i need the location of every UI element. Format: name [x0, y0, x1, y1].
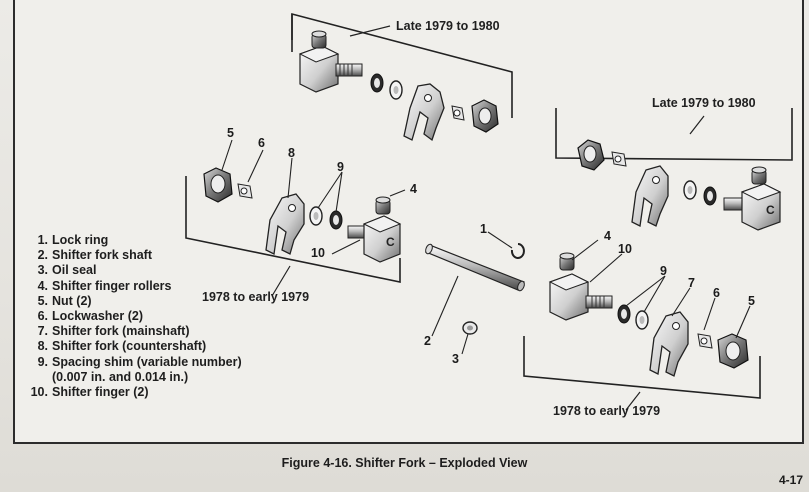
label-late-top: Late 1979 to 1980	[396, 19, 500, 33]
legend-item: (0.007 in. and 0.014 in.)	[52, 369, 189, 384]
shifter-finger-lower-right	[548, 252, 613, 321]
leader-late-top	[349, 25, 391, 37]
lockwasher-left	[237, 183, 253, 199]
lockwasher-top	[451, 105, 465, 121]
shifter-finger-right: C	[723, 166, 782, 231]
nut-left	[203, 167, 233, 203]
nut-top	[471, 99, 499, 133]
fork-left	[265, 193, 305, 255]
callout-5-left: 5	[227, 126, 234, 140]
svg-text:C: C	[766, 203, 775, 217]
callout-10-right: 10	[618, 242, 632, 256]
legend-item: 9.Spacing shim (variable number)	[37, 354, 242, 369]
nut-right	[577, 139, 605, 171]
callout-7: 7	[688, 276, 695, 290]
callout-1: 1	[480, 222, 487, 236]
bracket-late-top	[291, 12, 513, 118]
page-number: 4-17	[778, 473, 803, 487]
legend-item: 3.Oil seal	[37, 263, 97, 278]
leader-lines	[221, 139, 751, 355]
shifter-finger-top	[298, 30, 363, 93]
legend-item: 8.Shifter fork (countershaft)	[37, 339, 207, 354]
bracket-early-left	[185, 176, 401, 283]
shims-left	[309, 206, 343, 230]
bracket-late-right	[555, 108, 793, 161]
nut-lower-right	[717, 333, 749, 369]
svg-text:C: C	[386, 235, 395, 249]
callout-6-left: 6	[258, 136, 265, 150]
leader-early-right	[625, 391, 641, 411]
shims-top	[370, 73, 403, 100]
legend-item: 7.Shifter fork (mainshaft)	[37, 324, 190, 339]
legend-item: 10.Shifter finger (2)	[30, 385, 149, 400]
callout-8: 8	[288, 146, 295, 160]
shims-lower-right	[617, 304, 649, 330]
legend-item: 4.Shifter finger rollers	[37, 278, 172, 293]
legend-item: 6.Lockwasher (2)	[37, 309, 144, 324]
shifter-fork-shaft	[424, 243, 525, 292]
fork-lower-right	[649, 311, 689, 377]
oil-seal	[462, 321, 478, 335]
leader-early-left	[271, 265, 291, 297]
callout-6-right: 6	[713, 286, 720, 300]
lockwasher-lower-right	[697, 333, 713, 349]
label-late-right: Late 1979 to 1980	[652, 96, 756, 110]
bracket-early-right	[523, 336, 761, 399]
fork-right	[631, 165, 669, 227]
parts-legend: 1.Lock ring 2.Shifter fork shaft 3.Oil s…	[30, 233, 242, 400]
legend-item: 5.Nut (2)	[37, 293, 92, 308]
lockwasher-right	[611, 151, 627, 167]
shims-right	[683, 180, 717, 206]
label-early-left: 1978 to early 1979	[202, 290, 310, 304]
callout-10-left: 10	[311, 246, 325, 260]
callout-5-right: 5	[748, 294, 755, 308]
fork-top	[403, 83, 445, 142]
figure-caption: Figure 4-16. Shifter Fork – Exploded Vie…	[281, 456, 528, 470]
callout-4-left: 4	[410, 182, 417, 196]
leader-late-right	[689, 115, 705, 135]
callout-4-right: 4	[604, 229, 611, 243]
legend-item: 1.Lock ring	[37, 233, 109, 247]
callout-3: 3	[452, 352, 459, 366]
callout-9-left: 9	[337, 160, 344, 174]
legend-item: 2.Shifter fork shaft	[37, 248, 153, 263]
callout-9-right: 9	[660, 264, 667, 278]
label-early-right: 1978 to early 1979	[553, 404, 661, 418]
shifter-finger-left: C	[347, 196, 402, 263]
lock-ring	[510, 243, 525, 259]
callout-2: 2	[424, 334, 431, 348]
